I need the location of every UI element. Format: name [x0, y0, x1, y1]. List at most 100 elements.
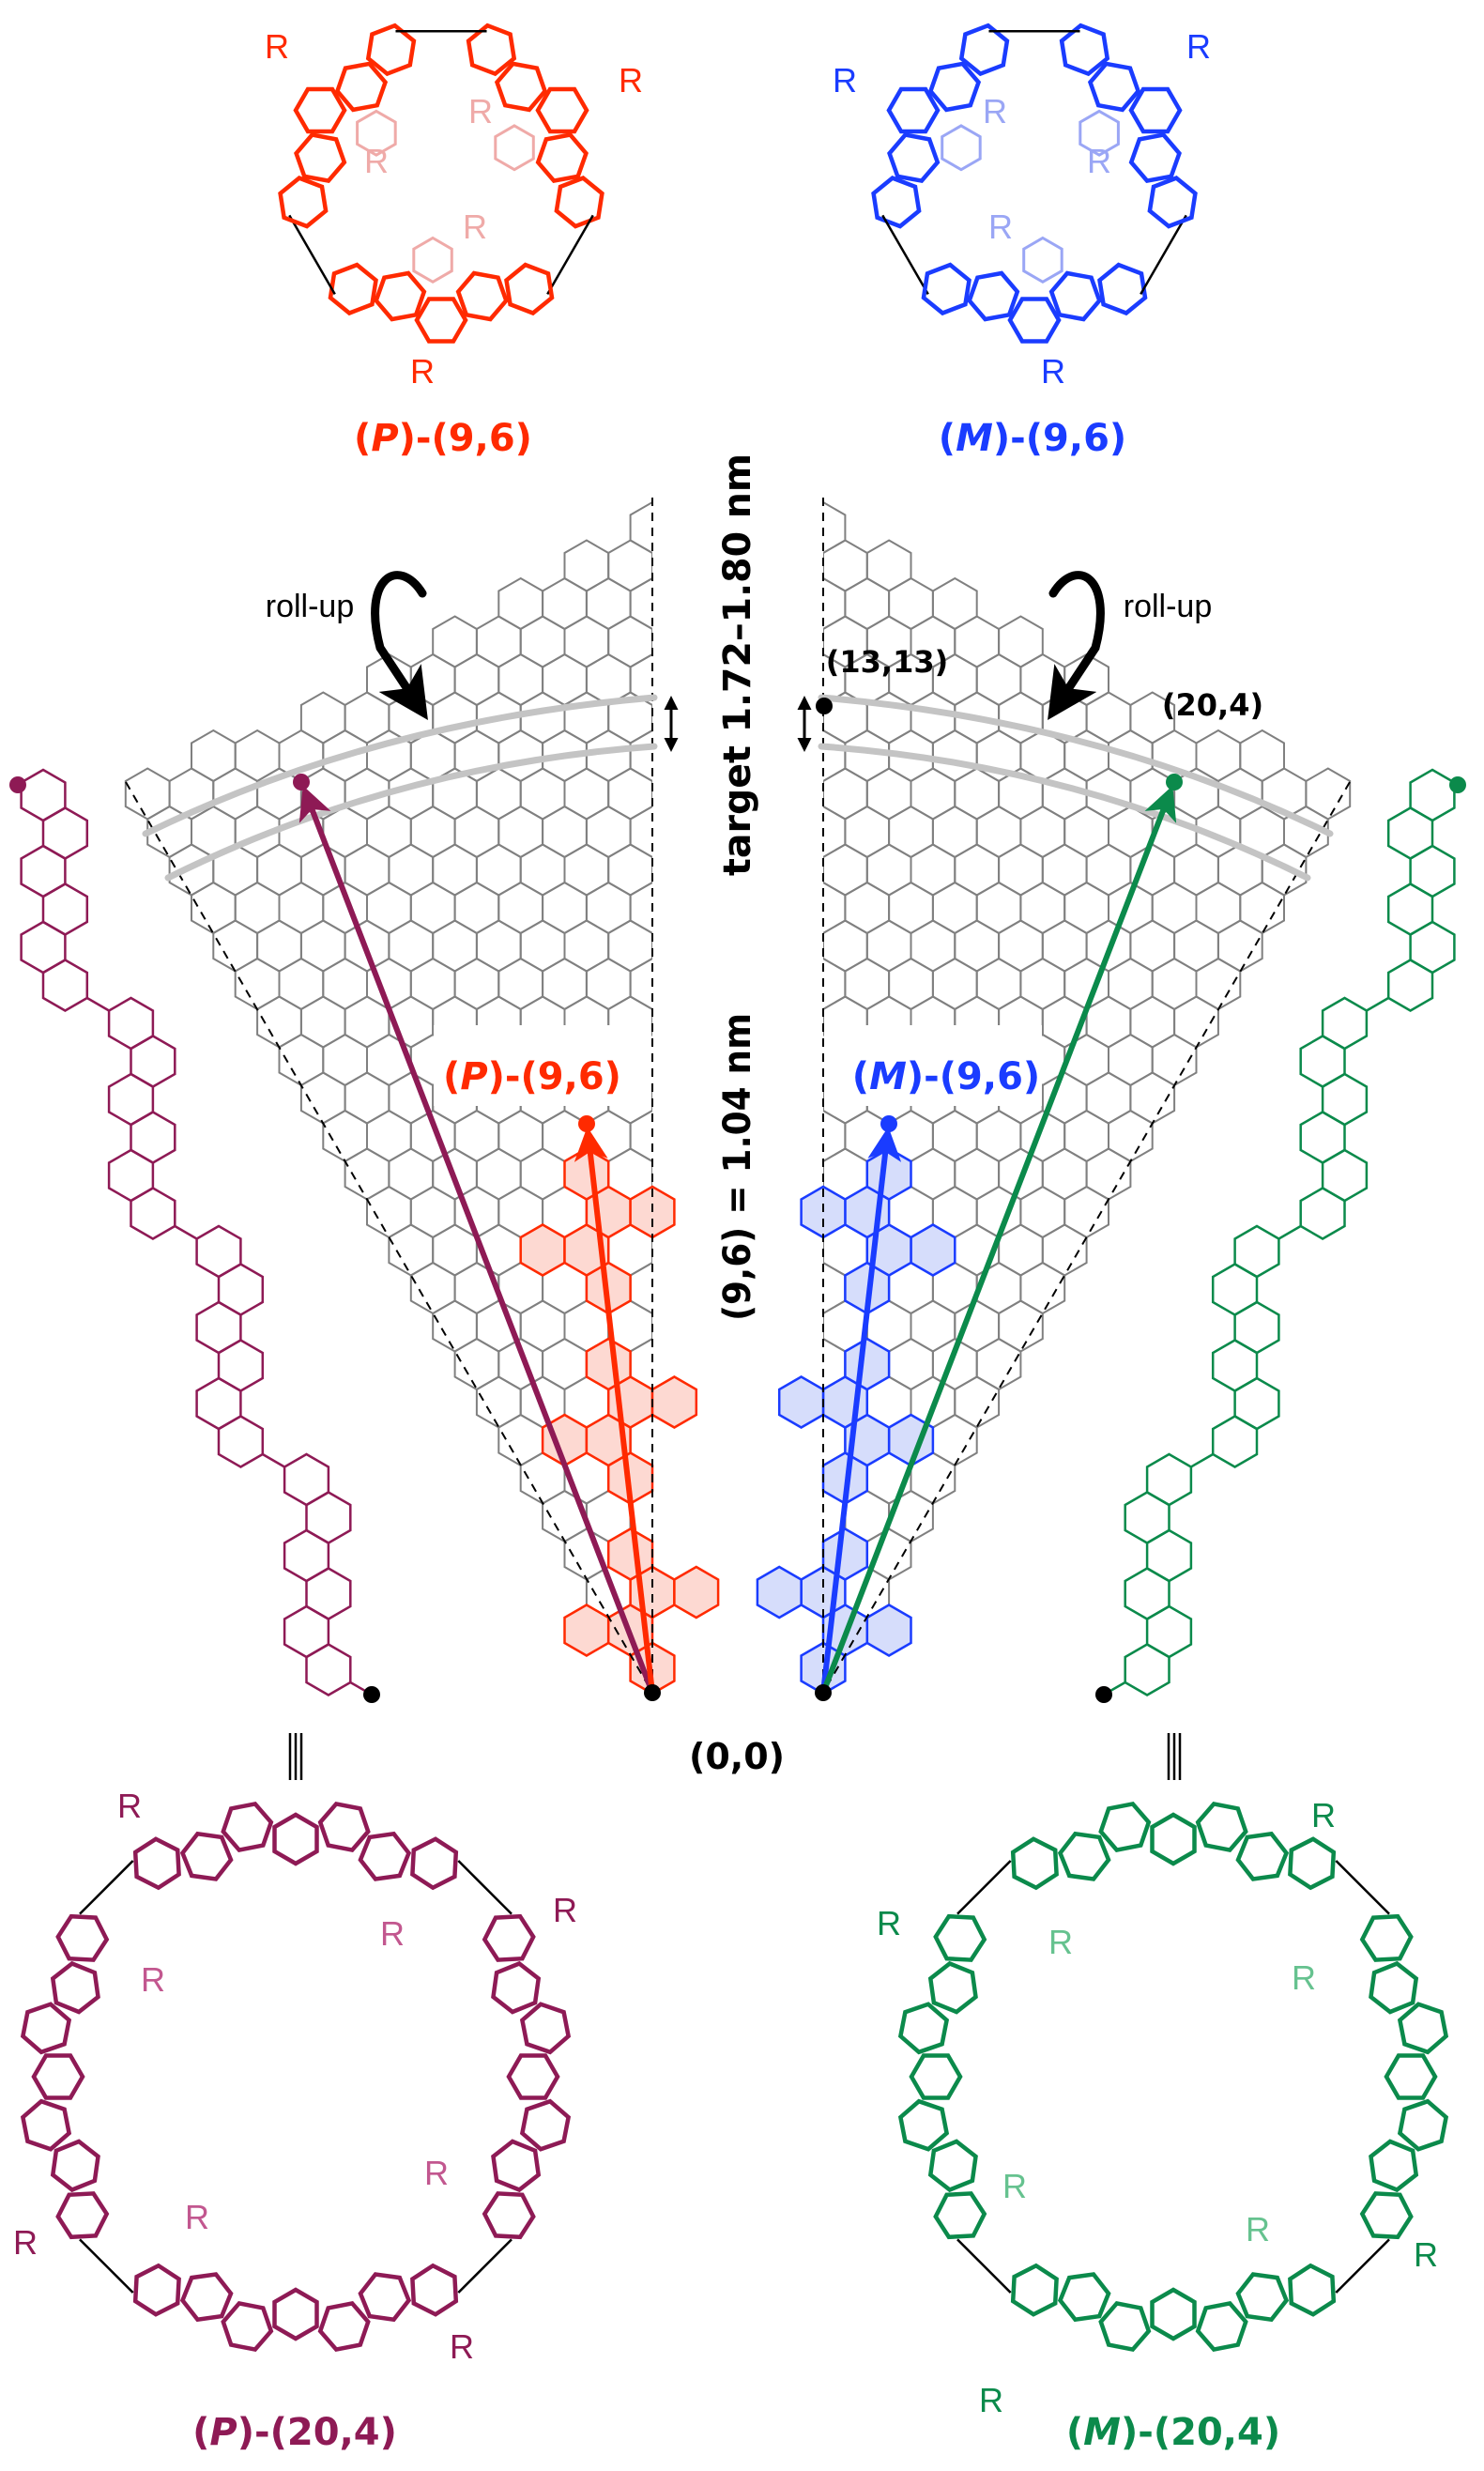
belt-ring	[1010, 2263, 1059, 2317]
lattice-hexagon	[475, 1375, 522, 1429]
belt-ring	[455, 270, 509, 322]
label-m-9-6: (M)-(9,6)	[939, 417, 1126, 460]
belt-ring	[1010, 1836, 1059, 1891]
belt-ring-back	[1022, 236, 1063, 284]
lattice-hexagon	[563, 539, 610, 592]
belt-ring	[365, 23, 417, 77]
lattice-hexagon	[910, 767, 956, 821]
belt-ring-back	[494, 124, 535, 172]
lattice-hexagon	[931, 729, 978, 783]
substituent-label: R	[410, 352, 435, 391]
lattice-hexagon	[388, 1223, 435, 1277]
lattice-hexagon	[954, 1375, 1001, 1429]
strip-start-dot	[9, 776, 26, 793]
lattice-hexagon	[475, 843, 522, 897]
lattice-hexagon	[475, 1147, 522, 1201]
lattice-hexagon	[542, 805, 588, 859]
belt-ring	[132, 1836, 181, 1891]
lattice-hexagon	[975, 805, 1022, 859]
lattice-hexagon	[888, 881, 934, 935]
belt-ring	[491, 1960, 542, 2015]
lattice-hexagon	[998, 691, 1044, 744]
belt-link-bond	[881, 214, 929, 296]
belt-ring	[1359, 1913, 1414, 1962]
substituent-label: R	[364, 142, 389, 180]
belt-ring	[1150, 2287, 1197, 2341]
lattice-hexagon	[931, 1109, 978, 1163]
belt-ring	[1288, 1836, 1337, 1891]
belt-ring	[482, 2191, 536, 2240]
lattice-hexagon	[497, 576, 544, 631]
lattice-hexagon	[542, 1337, 588, 1391]
substituent-label: R	[468, 92, 493, 130]
belt-ring	[1369, 2139, 1419, 2193]
belt-ring	[410, 2263, 459, 2317]
strip-link-bond	[1190, 1452, 1214, 1468]
strip-link-bond	[1366, 996, 1389, 1012]
diameter-9-6-label: (9,6) = 1.04 nm	[716, 1013, 759, 1321]
substituent-label: R	[463, 207, 487, 246]
lattice-hexagon	[910, 1299, 956, 1353]
substituent-label: R	[1311, 1796, 1336, 1834]
lattice-hexagon	[998, 843, 1044, 897]
substituent-label: R	[450, 2327, 474, 2366]
belt-ring	[55, 2191, 110, 2240]
belt-link-bond	[546, 214, 594, 296]
highlighted-ring	[777, 1375, 825, 1429]
lattice-hexagon	[998, 1223, 1044, 1277]
lattice-hexagon	[931, 576, 978, 631]
belt-ring	[317, 2300, 371, 2353]
belt-ring	[1059, 23, 1110, 77]
strip-start-dot	[1449, 776, 1466, 793]
m-9-6-nanobelt	[871, 23, 1198, 344]
lattice-hexagon	[299, 919, 346, 973]
lattice-hexagon	[1129, 995, 1176, 1049]
lattice-hexagon	[1239, 881, 1285, 935]
lattice-hexagon	[607, 843, 652, 897]
endpoint-p-20-4	[293, 774, 310, 790]
origin-dot-left	[644, 1684, 661, 1701]
lattice-hexagon	[1041, 843, 1088, 897]
belt-ring	[1397, 2002, 1449, 2055]
lattice-hexagon	[998, 919, 1044, 973]
lattice-hexagon	[519, 767, 566, 821]
highlighted-ring	[821, 1527, 869, 1581]
belt-ring	[50, 1960, 100, 2015]
lattice-hexagon	[542, 957, 588, 1011]
substituent-label: R	[1048, 1923, 1073, 1961]
substituent-label: R	[833, 61, 857, 100]
lattice-hexagon	[563, 919, 610, 973]
lattice-hexagon	[278, 957, 325, 1011]
belt-ring	[967, 270, 1020, 322]
belt-ring	[55, 1913, 110, 1962]
belt-ring	[1235, 1831, 1290, 1881]
lattice-hexagon	[1019, 1185, 1066, 1239]
lattice-hexagon	[585, 729, 632, 783]
lattice-hexagon	[931, 1413, 978, 1467]
lattice-hexagon	[344, 843, 390, 897]
lattice-hexagon	[453, 652, 500, 707]
highlighted-ring	[606, 1527, 654, 1581]
lattice-hexagon	[1195, 881, 1242, 935]
strip-link-bond	[86, 996, 110, 1012]
lattice-hexagon	[607, 615, 652, 668]
belt-ring	[374, 270, 427, 322]
belt-ring	[927, 61, 982, 113]
belt-ring	[414, 297, 468, 344]
lattice-hexagon	[432, 1299, 478, 1353]
lattice-hexagon	[497, 805, 544, 859]
target-arc-upper-right	[818, 694, 1334, 837]
lattice-hexagon	[1151, 957, 1198, 1011]
lattice-hexagon	[1085, 995, 1132, 1049]
belt-link-bond	[288, 214, 336, 296]
belt-ring	[535, 132, 589, 184]
belt-ring	[921, 262, 971, 316]
belt-ring	[294, 132, 347, 184]
highlighted-ring	[756, 1565, 803, 1619]
substituent-label: R	[983, 92, 1007, 130]
lattice-hexagon	[1019, 957, 1066, 1011]
m-20-4-unrolled-strip	[1095, 768, 1466, 1703]
substituent-label: R	[1186, 27, 1211, 66]
